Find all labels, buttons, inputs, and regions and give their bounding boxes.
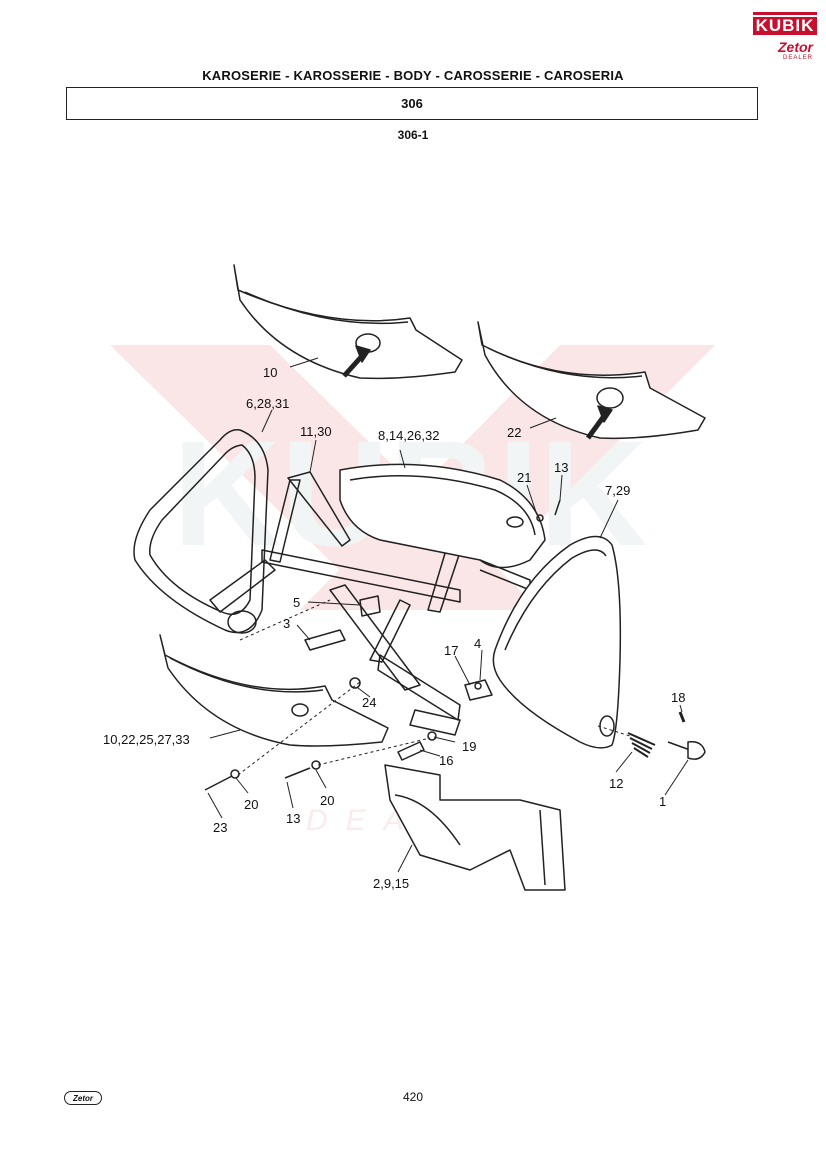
callout-label: 13 [554, 460, 568, 475]
callout-label: 12 [609, 776, 623, 791]
knob-bolt-1 [667, 740, 706, 760]
side-panel-7 [492, 535, 622, 749]
bracket-3 [304, 629, 346, 651]
lower-tray-2 [384, 764, 566, 891]
callout-label: 21 [517, 470, 531, 485]
bolt-13-top [536, 499, 561, 522]
callout-label: 24 [362, 695, 376, 710]
callout-label: 2,9,15 [373, 876, 409, 891]
callout-label: 17 [444, 643, 458, 658]
logo-dealer-text: DEALER [782, 55, 813, 61]
support-frame-11 [209, 471, 471, 736]
callout-label: 11,30 [300, 424, 332, 439]
spring-12 [627, 732, 656, 758]
bracket-4-17 [464, 679, 493, 701]
bolt-23-washer-20 [204, 769, 240, 791]
callout-label: 18 [671, 690, 685, 705]
callout-label: 16 [439, 753, 453, 768]
bolt-13-washer-20 [284, 760, 321, 779]
tubular-frame-6 [133, 428, 269, 634]
callout-label: 20 [320, 793, 334, 808]
leader-lines [207, 357, 689, 873]
callout-label: 20 [244, 797, 258, 812]
group-number-box: 306 [66, 87, 758, 120]
callout-label: 5 [293, 595, 300, 610]
block-5 [359, 595, 381, 617]
bolt-16 [397, 741, 425, 761]
callout-label: 8,14,26,32 [378, 428, 439, 443]
callout-label: 10,22,25,27,33 [103, 732, 190, 747]
callout-label: 6,28,31 [246, 396, 289, 411]
callout-label: 3 [283, 616, 290, 631]
callout-label: 22 [507, 425, 521, 440]
page-number: 420 [402, 1090, 424, 1104]
callout-label: 19 [462, 739, 476, 754]
washer-24 [349, 677, 361, 689]
callout-labels: 10 22 6,28,31 11,30 8,14,26,32 21 13 7,2… [103, 365, 685, 891]
callout-label: 23 [213, 820, 227, 835]
washer-19 [427, 731, 437, 741]
callout-label: 13 [286, 811, 300, 826]
callout-label: 1 [659, 794, 666, 809]
logo-kubik-text: KUBIK [753, 12, 817, 37]
logo-zetor-text: Zetor [778, 39, 813, 55]
kubik-zetor-logo: KUBIK Zetor DEALER [753, 12, 817, 70]
fender-panel-10 [233, 264, 463, 380]
subgroup-number: 306-1 [397, 128, 429, 142]
pin-18 [678, 711, 686, 723]
callout-label: 10 [263, 365, 277, 380]
fender-panel-22 [477, 321, 706, 440]
lower-fender-panel [159, 634, 389, 747]
callout-label: 7,29 [605, 483, 630, 498]
callout-label: 4 [474, 636, 481, 651]
page-title: KAROSERIE - KAROSSERIE - BODY - CAROSSER… [202, 68, 624, 83]
top-cover-8 [339, 463, 546, 591]
footer-zetor-logo: Zetor [64, 1091, 102, 1105]
group-number: 306 [401, 96, 423, 111]
